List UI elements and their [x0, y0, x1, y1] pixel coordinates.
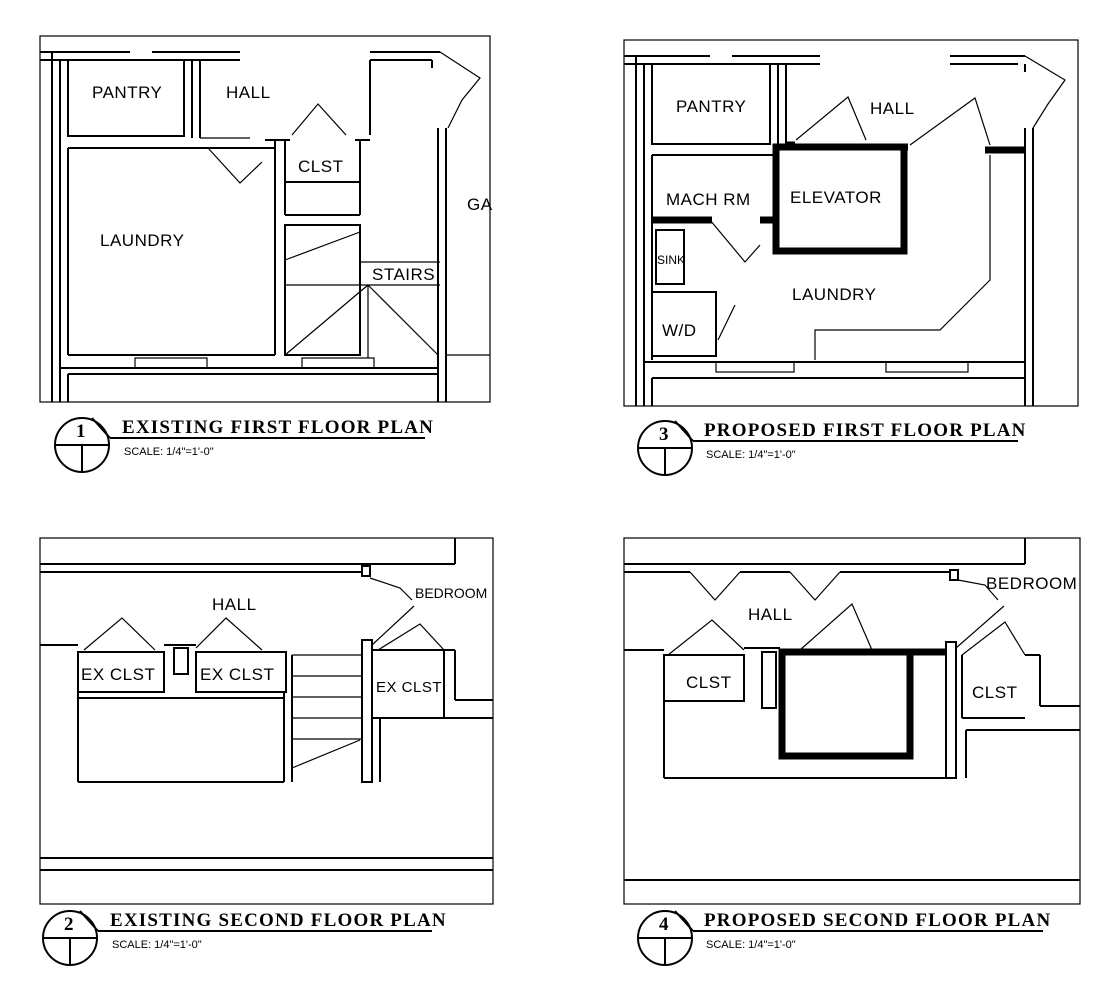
plan-1-number: 1 — [76, 421, 86, 442]
plan-4-frame — [623, 537, 1081, 905]
room-label-ex-clst-3: EX CLST — [376, 679, 442, 696]
room-label-ex-clst-1: EX CLST — [81, 665, 155, 684]
plan-4-title: PROPOSED SECOND FLOOR PLAN — [704, 910, 1051, 931]
plan-3-title: PROPOSED FIRST FLOOR PLAN — [704, 420, 1027, 441]
room-label-mach-rm: MACH RM — [666, 190, 751, 209]
room-label-hall: HALL — [870, 99, 915, 118]
room-label-hall: HALL — [748, 605, 793, 624]
room-label-clst-1: CLST — [686, 673, 731, 692]
room-label-bedroom: BEDROOM — [415, 585, 487, 601]
plan-2-scale: SCALE: 1/4"=1'-0" — [112, 939, 202, 951]
room-label-laundry: LAUNDRY — [792, 285, 876, 304]
plan-1-title: EXISTING FIRST FLOOR PLAN — [122, 417, 434, 438]
plan-3-scale: SCALE: 1/4"=1'-0" — [706, 449, 796, 461]
room-label-laundry: LAUNDRY — [100, 231, 184, 250]
plan-proposed-second-floor: HALL BEDROOM CLST CLST — [623, 537, 1081, 905]
room-label-stairs: STAIRS — [372, 265, 435, 284]
room-label-sink: SINK — [657, 253, 685, 267]
plan-4-scale: SCALE: 1/4"=1'-0" — [706, 939, 796, 951]
plan-2-frame — [39, 537, 494, 905]
plan-1-scale: SCALE: 1/4"=1'-0" — [124, 446, 214, 458]
room-label-clst: CLST — [298, 157, 343, 176]
plan-3-frame — [623, 39, 1079, 407]
room-label-elevator: ELEVATOR — [790, 188, 882, 207]
plan-3-title-block: 3 PROPOSED FIRST FLOOR PLAN SCALE: 1/4"=… — [637, 420, 1027, 476]
plan-4-title-block: 4 PROPOSED SECOND FLOOR PLAN SCALE: 1/4"… — [637, 910, 1051, 966]
room-label-hall: HALL — [212, 595, 257, 614]
room-label-ex-clst-2: EX CLST — [200, 665, 274, 684]
plan-2-title: EXISTING SECOND FLOOR PLAN — [110, 910, 447, 931]
room-label-garage: GA — [467, 195, 493, 214]
room-label-hall: HALL — [226, 83, 271, 102]
plan-2-number: 2 — [64, 914, 74, 935]
plan-1-title-block: 1 EXISTING FIRST FLOOR PLAN SCALE: 1/4"=… — [54, 417, 434, 473]
plan-existing-second-floor: HALL BEDROOM EX CLST EX CLST EX CLST — [39, 537, 494, 905]
room-label-pantry: PANTRY — [92, 83, 162, 102]
plan-2-title-block: 2 EXISTING SECOND FLOOR PLAN SCALE: 1/4"… — [42, 910, 447, 966]
room-label-clst-2: CLST — [972, 683, 1017, 702]
plan-proposed-first-floor: PANTRY HALL MACH RM ELEVATOR SINK LAUNDR… — [623, 39, 1079, 407]
room-label-pantry: PANTRY — [676, 97, 746, 116]
plan-1-frame — [39, 35, 491, 403]
plan-4-number: 4 — [659, 914, 669, 935]
room-label-wd: W/D — [662, 321, 697, 340]
plan-existing-first-floor: PANTRY HALL CLST LAUNDRY STAIRS GA — [39, 35, 493, 403]
plan-3-number: 3 — [659, 424, 669, 445]
room-label-bedroom: BEDROOM — [986, 574, 1077, 593]
